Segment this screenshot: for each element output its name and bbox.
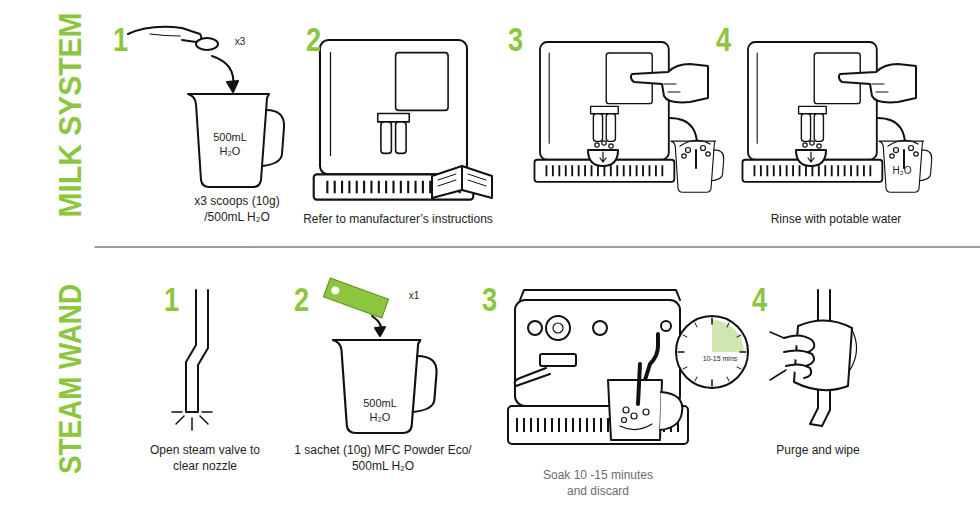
step-number: 2 <box>306 22 321 56</box>
step-caption: Refer to manufacturer’s instructions <box>278 212 518 228</box>
step-caption: x3 scoops (10g) /500mL H₂O <box>182 194 292 225</box>
jug-label: 500mL H₂O <box>207 130 253 159</box>
jug-label: 500mL H₂O <box>357 396 403 425</box>
step-number: 4 <box>752 282 767 316</box>
step-caption: Purge and wipe <box>748 443 888 459</box>
step-number: 1 <box>113 22 128 56</box>
jug-label: H₂O <box>893 165 912 177</box>
step-number: 3 <box>508 22 523 56</box>
step-number: 1 <box>164 282 179 316</box>
quantity-label: x1 <box>409 290 420 302</box>
section-heading: MILK SYSTEM <box>54 13 86 218</box>
step-number: 2 <box>294 282 309 316</box>
step-number: 3 <box>482 282 497 316</box>
timer-label: 10-15 mins <box>703 355 738 363</box>
step-caption: Rinse with potable water <box>736 212 936 228</box>
step-caption: Soak 10 -15 minutes and discard <box>536 468 661 499</box>
step-number: 4 <box>716 22 731 56</box>
section-heading: STEAM WAND <box>54 284 86 474</box>
step-caption: Open steam valve to clear nozzle <box>140 443 270 474</box>
step-caption: 1 sachet (10g) MFC Powder Eco/ 500mL H₂O <box>283 443 483 474</box>
quantity-label: x3 <box>235 36 246 48</box>
